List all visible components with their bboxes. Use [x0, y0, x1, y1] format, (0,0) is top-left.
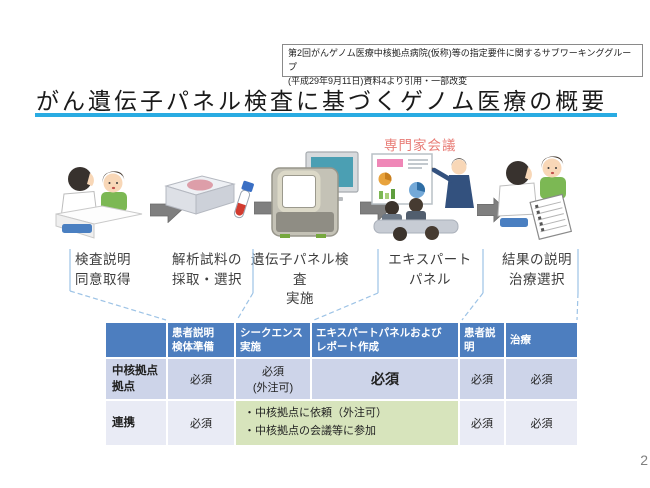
source-note-line2: (平成29年9月11日)資料4より引用・一部改変 [288, 75, 468, 86]
row-label-cooperation: 連携 [106, 401, 166, 445]
table-cell-merged-green: ・中核拠点に依頼（外注可） ・中核拠点の会議等に参加 [236, 401, 458, 445]
title-underline [35, 113, 617, 117]
results-illustration [490, 146, 587, 245]
page-title: がん遺伝子パネル検査に基づくゲノム医療の概要 [36, 88, 608, 114]
step-label-panel-test: 遺伝子パネル検査実施 [251, 252, 349, 307]
page-number: 2 [640, 452, 648, 468]
header-sequencing: シークエンス 実施 [236, 323, 310, 358]
table-header-row: 患者説明 検体準備 シークエンス 実施 エキスパートパネルおよび レポート作成 … [106, 323, 577, 358]
results-explanation-icon [497, 156, 573, 241]
table-cell: 必須 [460, 359, 504, 400]
header-patient-explanation: 患者説 明 [460, 323, 504, 358]
row-label-core-hub: 中核拠点 拠点 [106, 359, 166, 400]
table-cell: 必須 [506, 401, 577, 445]
specimen-illustration [158, 168, 254, 235]
gene-sequencer-machine-icon [271, 151, 359, 238]
step-label-consent: 検査説明同意取得 [75, 252, 131, 287]
expert-panel-meeting-icon [371, 153, 474, 241]
expert-meeting-label: 専門家会議 [384, 138, 457, 153]
table-row-cooperation: 連携 必須 ・中核拠点に依頼（外注可） ・中核拠点の会議等に参加 必須 必須 [106, 401, 577, 445]
source-note-line1: 第2回がんゲノム医療中核拠点病院(仮称)等の指定要件に関するサブワーキンググルー… [288, 48, 632, 72]
table-cell: 必須 [168, 401, 234, 445]
step-label-expert-panel: エキスパートパネル [388, 252, 472, 287]
step-label-sampling: 解析試料の採取・選択 [172, 252, 242, 287]
specimen-box-and-blood-tube-icon [164, 175, 254, 219]
source-note: 第2回がんゲノム医療中核拠点病院(仮称)等の指定要件に関するサブワーキンググルー… [282, 44, 643, 86]
expert-panel-illustration [370, 150, 480, 247]
header-empty [106, 323, 166, 358]
requirements-table: 患者説明 検体準備 シークエンス 実施 エキスパートパネルおよび レポート作成 … [104, 321, 579, 447]
table-row-core-hub: 中核拠点 拠点 必須 必須 (外注可) 必須 必須 必須 [106, 359, 577, 400]
table-cell: 必須 [312, 359, 458, 400]
header-expert-panel-report: エキスパートパネルおよび レポート作成 [312, 323, 458, 358]
table-cell: 必須 [168, 359, 234, 400]
table-cell: 必須 (外注可) [236, 359, 310, 400]
step-label-results: 結果の説明治療選択 [502, 252, 572, 287]
table-cell: 必須 [460, 401, 504, 445]
header-patient-explanation-prep: 患者説明 検体準備 [168, 323, 234, 358]
table-cell: 必須 [506, 359, 577, 400]
consultation-illustration [50, 158, 148, 247]
doctor-patient-consultation-icon [55, 167, 143, 239]
sequencer-illustration [266, 148, 362, 245]
header-treatment: 治療 [506, 323, 577, 358]
